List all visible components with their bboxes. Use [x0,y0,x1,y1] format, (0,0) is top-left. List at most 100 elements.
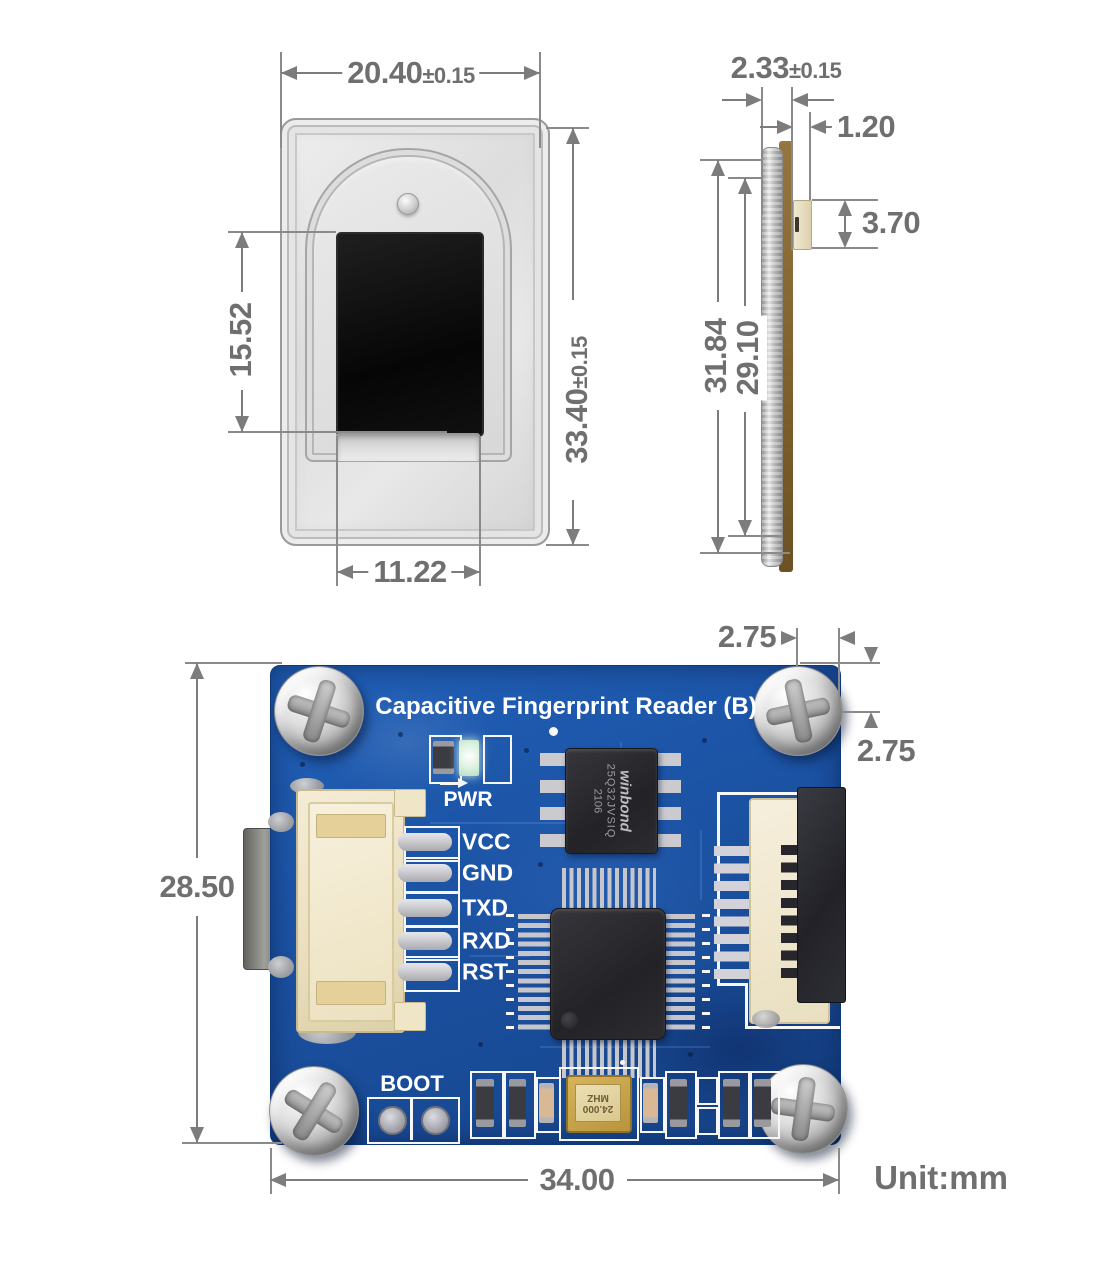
arrowhead-icon [270,1173,286,1187]
arrowhead-icon [777,120,793,134]
jst-connector-slot-top [316,814,386,838]
fpc-silkscreen-outline [745,1026,840,1029]
jst-pin [398,963,452,981]
pcb-trace [430,822,580,824]
pin-label-gnd: GND [462,859,514,886]
board-title: Capacitive Fingerprint Reader (B) [375,693,757,720]
flash-chip: winbond 25Q32JVSIQ 2106 [565,748,658,854]
jst-pin [398,932,452,950]
extension-line [838,1148,840,1194]
extension-line [336,436,338,586]
fpc-latch-teeth [781,845,799,981]
dimension-line [572,500,574,545]
dimension-line [744,178,746,306]
dimension-line [572,128,574,300]
sensor-lower-tray [336,433,480,461]
flash-chip-pins-right [655,753,681,853]
arrowhead-icon [864,647,878,663]
pwr-arrow-icon [440,782,458,785]
dimension-line [337,571,370,573]
dim-side-inner-length: 29.10 [729,315,767,401]
pwr-resistor [433,741,454,774]
pwr-label: PWR [443,788,493,811]
arrowhead-icon [738,520,752,536]
extension-line [228,431,447,433]
dimension-line [824,126,836,128]
screw-cross-icon [746,659,850,763]
phillips-screw-bottom-right [758,1064,848,1154]
fpc-latch [797,787,846,1003]
silkscreen-dot [620,1060,625,1065]
arrowhead-icon [464,565,480,579]
jst-pin [398,864,452,882]
via-dot [524,748,529,753]
via-dot [688,1052,693,1057]
phillips-screw-top-right [753,666,843,756]
dimension-line [627,1179,839,1181]
side-connector-slot [795,217,799,232]
dimension-line [717,410,719,553]
pin-label-vcc: VCC [462,828,511,855]
pin1-silkscreen-dot [549,727,558,736]
jst-pin [398,899,452,917]
pcb-trace [700,830,702,900]
arrowhead-icon [781,631,797,645]
extension-line [800,662,880,664]
via-dot [702,738,707,743]
resistor [509,1079,526,1127]
dimension-line [806,99,834,101]
extension-line [796,628,798,666]
jst-pin [398,833,452,851]
capacitor [539,1083,554,1123]
side-connector [793,200,812,250]
dimension-line [844,212,846,236]
dimension-line [241,390,243,432]
extension-line [791,86,793,250]
arrowhead-icon [566,128,580,144]
crystal-unit: MHZ [587,1092,609,1103]
dim-screw-offset-v: 2.75 [856,733,916,768]
dim-connector-offset: 1.20 [831,108,901,146]
pwr-spare-outline [483,735,512,784]
capacitor [643,1083,658,1123]
solder-blob [268,956,294,978]
dim-side-thickness: 2.33±0.15 [725,49,847,87]
pcb-trace [470,955,530,957]
dimension-line [196,916,198,1143]
arrowhead-icon [838,232,852,248]
dimension-line [717,160,719,302]
fpc-silkscreen-outline [717,792,840,795]
arrowhead-icon [524,66,540,80]
fpc-silkscreen-outline [745,983,748,1028]
pin-label-rxd: RXD [462,927,511,954]
extension-line [728,535,780,537]
arrowhead-icon [823,1173,839,1187]
via-dot [478,1042,483,1047]
extension-line [838,628,840,712]
flash-chip-pins-left [540,753,566,853]
fingerprint-window [336,232,484,437]
extension-line [479,436,481,586]
dim-screw-offset-h: 2.75 [717,619,777,654]
fpc-pins [714,846,754,982]
flash-chip-lot: 2106 [590,788,603,814]
flash-chip-brand: winbond [615,770,633,832]
boot-pads-divider [410,1097,413,1140]
arrowhead-icon [738,178,752,194]
crystal-frequency: 24.000 [582,1103,614,1114]
mcu-pins-bottom [562,1036,656,1078]
via-dot [300,762,305,767]
dimension-line [281,72,348,74]
phillips-screw-top-left [274,666,364,756]
arrowhead-icon [839,631,855,645]
dim-board-height: 28.50 [154,868,240,906]
extension-line [700,159,762,161]
boot-label: BOOT [380,1071,444,1096]
sensor-dimple [397,193,419,215]
dimension-line [722,99,748,101]
mcu-pins-left [518,914,551,1032]
passive-outline [665,1071,697,1139]
dimension-line [760,126,779,128]
extension-line [182,1142,282,1144]
mcu-pins-top [562,868,656,910]
